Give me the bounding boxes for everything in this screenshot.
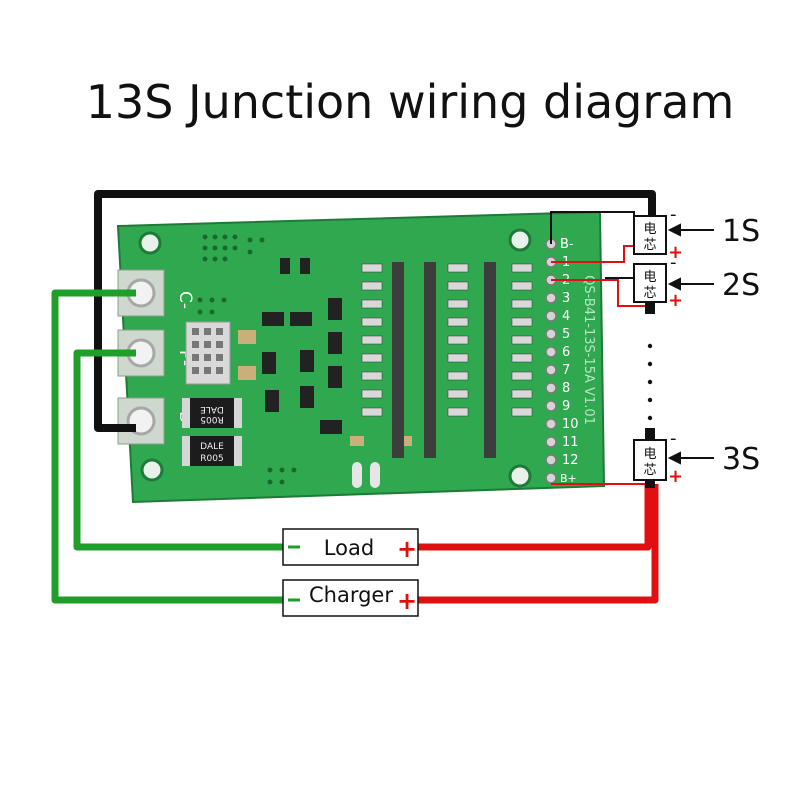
- battery-cell-1: 电 芯 - +: [633, 204, 683, 263]
- pin-label: 5: [562, 327, 570, 342]
- cell-label-arrows: [667, 223, 714, 465]
- diagram-title: 13S Junction wiring diagram: [86, 75, 735, 129]
- pin-label: 4: [562, 309, 570, 324]
- pin-label: 10: [562, 417, 579, 432]
- board-silk-code: QS-B41-13S-15A V1.01: [581, 275, 596, 425]
- pin-label: B+: [560, 472, 577, 485]
- resistor-value: R005: [200, 414, 223, 424]
- resistor-brand: DALE: [200, 442, 224, 452]
- cell-minus-sign: -: [670, 204, 677, 225]
- cell-glyph: 芯: [643, 238, 656, 253]
- cell-stack-connector: [645, 302, 655, 314]
- mount-hole: [140, 458, 164, 482]
- mount-hole: [138, 231, 162, 255]
- sense-wires: [550, 211, 650, 485]
- connector-block: [185, 321, 231, 385]
- black-wire-b-minus: [94, 190, 656, 432]
- shunt-resistor-bottom: DALE R005: [182, 436, 242, 466]
- cell-label-3s: 3S: [722, 442, 760, 477]
- shunt-resistor-top: DALE R005: [182, 398, 242, 428]
- red-wire-load: [410, 484, 652, 551]
- cell-glyph: 电: [643, 270, 656, 285]
- mount-hole: [508, 464, 532, 488]
- capacitor: [238, 330, 256, 344]
- pad-b-minus: B-: [117, 397, 195, 445]
- resistor-brand: DALE: [200, 404, 224, 414]
- capacitor: [398, 436, 412, 446]
- balance-columns: [352, 262, 533, 488]
- cell-stack-ellipsis: [647, 343, 653, 421]
- cell-glyph: 芯: [643, 463, 656, 478]
- mosfet-cluster: [262, 258, 342, 434]
- load-box: Load +: [282, 528, 419, 566]
- capacitor: [238, 366, 256, 380]
- cell-minus-sign: -: [670, 428, 677, 449]
- via-field: [197, 234, 297, 485]
- pin-label: 8: [562, 381, 570, 396]
- green-wire-charger: [51, 289, 285, 604]
- pin-label: 3: [562, 291, 570, 306]
- cell-minus-sign: -: [670, 252, 677, 273]
- cell-glyph: 电: [643, 447, 656, 462]
- pin-label: 9: [562, 399, 570, 414]
- cell-glyph: 电: [643, 222, 656, 237]
- capacitor: [350, 436, 364, 446]
- pin-label: 11: [562, 435, 579, 450]
- red-wire-charger: [410, 484, 659, 604]
- pin-label: 7: [562, 363, 570, 378]
- bms-board: C- P- B- DALE R005: [116, 210, 606, 504]
- mount-hole: [508, 228, 532, 252]
- pad-c-minus: C-: [117, 269, 195, 317]
- cell-label-1s: 1S: [722, 214, 760, 249]
- cell-glyph: 芯: [643, 286, 656, 301]
- charger-plus-sign: +: [397, 587, 417, 615]
- pin-label: 12: [562, 453, 579, 468]
- pin-label: 6: [562, 345, 570, 360]
- cell-label-2s: 2S: [722, 268, 760, 303]
- pin-label: B-: [560, 237, 574, 252]
- green-wire-load: [73, 349, 285, 551]
- resistor-value: R005: [200, 454, 223, 464]
- cell-plus-sign: +: [668, 242, 683, 263]
- cell-plus-sign: +: [668, 466, 683, 487]
- pad-label-c-minus: C-: [175, 291, 195, 309]
- charger-box: Charger +: [282, 579, 419, 617]
- cell-plus-sign: +: [668, 290, 683, 311]
- charger-label: Charger: [309, 583, 393, 607]
- battery-cell-2: 电 芯 - +: [633, 252, 683, 311]
- load-plus-sign: +: [397, 535, 417, 563]
- battery-cell-3: 电 芯 - +: [633, 428, 683, 488]
- load-label: Load: [324, 536, 374, 560]
